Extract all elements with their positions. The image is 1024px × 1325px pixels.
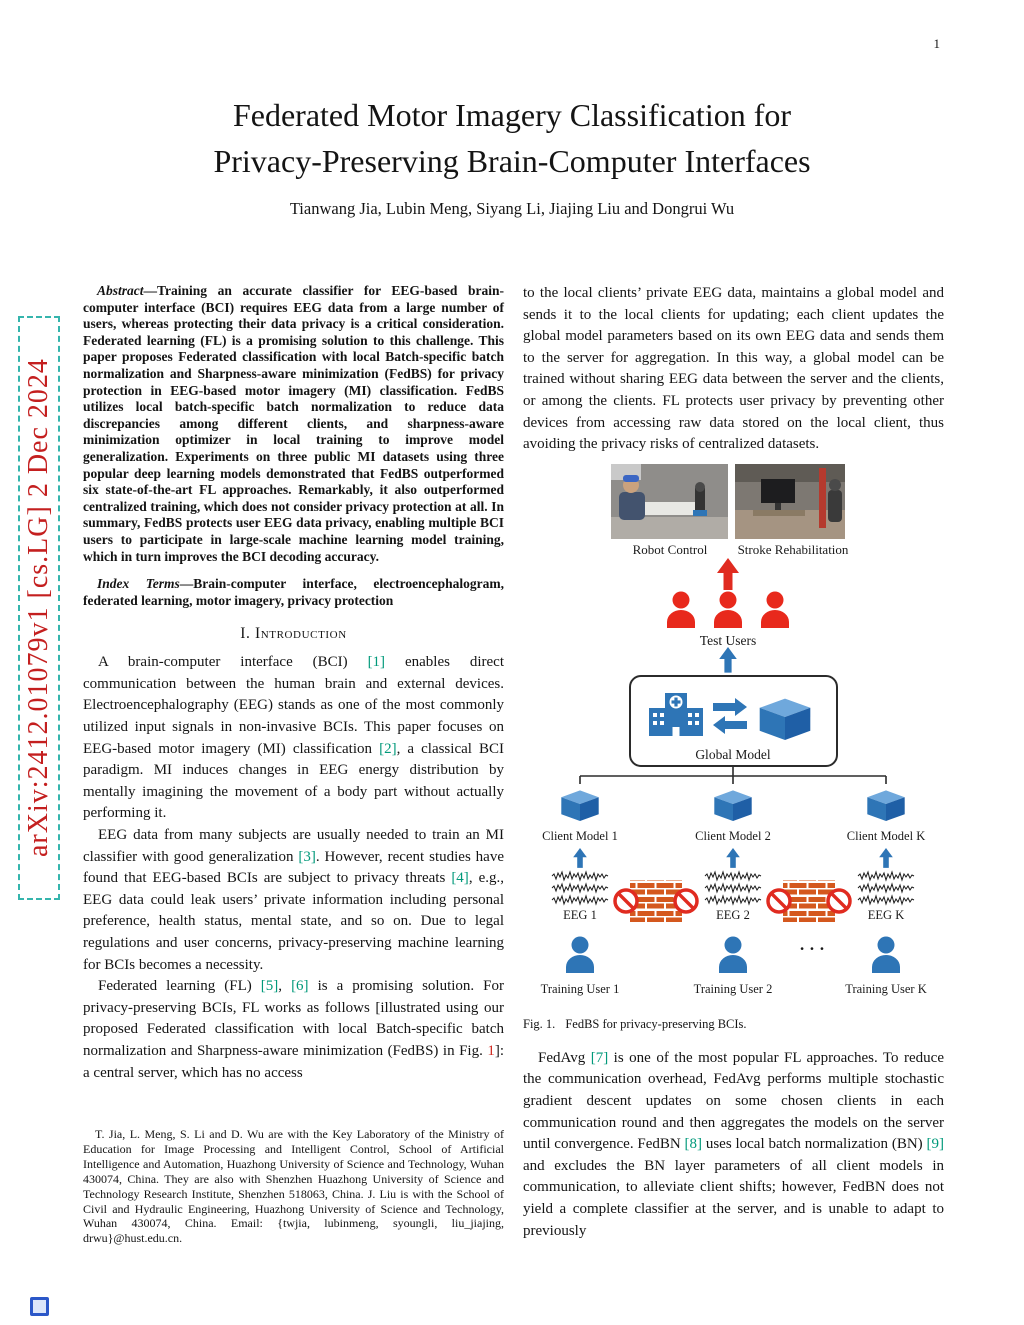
- text-segment: and excludes the BN layer parameters of …: [523, 1157, 944, 1239]
- arxiv-stamp: arXiv:2412.01079v1 [cs.LG] 2 Dec 2024: [18, 316, 60, 900]
- text-segment: FedAvg: [538, 1049, 591, 1066]
- no-entry-icon-2: [673, 888, 699, 914]
- upload-arrow-1-icon: [573, 847, 587, 868]
- text-segment: to the local clients’ private EEG data, …: [523, 285, 944, 453]
- intro-paragraph-2: EEG data from many subjects are usually …: [83, 825, 504, 976]
- branch-lines: [579, 765, 887, 784]
- text-segment: enables direct communication between the…: [83, 654, 505, 757]
- test-user-icon-1: [667, 591, 695, 628]
- text-segment: is a promising solution. For privacy-pre…: [83, 978, 505, 1059]
- text-segment: ]: a central server, which has no access: [83, 1042, 504, 1081]
- eeg-signal-k-icon: [857, 871, 915, 905]
- left-column: Abstract—Training an accurate classifier…: [83, 283, 504, 1084]
- figure-caption-label: Fig. 1.: [523, 1016, 556, 1031]
- section-heading-introduction: I. Introduction: [240, 625, 347, 643]
- label-robot-control: Robot Control: [633, 542, 708, 557]
- index-terms-label: Index Terms: [97, 576, 180, 592]
- figure-1-caption: Fig. 1. FedBS for privacy-preserving BCIs…: [523, 1017, 944, 1032]
- citation-link[interactable]: [8]: [684, 1136, 703, 1153]
- photo-robot-control: [611, 463, 728, 539]
- ellipsis-mark: · · ·: [799, 939, 825, 958]
- figure-1-illustration: Robot Control Stroke Rehabilitation Test…: [541, 463, 927, 996]
- model-to-users-arrow-icon: [719, 646, 737, 673]
- label-eeg-1: EEG 1: [563, 908, 597, 922]
- page-number: 1: [933, 36, 941, 51]
- text-segment: . However, recent studies have found tha…: [83, 848, 505, 887]
- text-segment: Federated learning (FL): [98, 978, 261, 995]
- label-client-model-k: Client Model K: [847, 829, 925, 843]
- no-entry-icon-4: [826, 888, 852, 914]
- figure-1-block: Robot Control Stroke Rehabilitation Test…: [523, 462, 944, 1032]
- hospital-icon: [649, 692, 703, 736]
- author-footnote: T. Jia, L. Meng, S. Li and D. Wu are wit…: [83, 1127, 504, 1246]
- no-entry-icon-1: [613, 888, 639, 914]
- label-global-model: Global Model: [695, 747, 771, 762]
- figure-caption-text: FedBS for privacy-preserving BCIs.: [565, 1016, 747, 1031]
- authors: Tianwang Jia, Lubin Meng, Siyang Li, Jia…: [289, 199, 735, 218]
- citation-link[interactable]: [1]: [367, 654, 386, 671]
- paper-title-line2: Privacy-Preserving Brain-Computer Interf…: [213, 143, 811, 180]
- paper-title: Federated Motor Imagery Classification f…: [0, 92, 1024, 185]
- no-entry-icon-3: [766, 888, 792, 914]
- citation-link[interactable]: [2]: [379, 740, 397, 757]
- citation-link[interactable]: [7]: [590, 1049, 609, 1066]
- label-eeg-k: EEG K: [868, 908, 904, 922]
- label-training-user-1: Training User 1: [541, 982, 620, 996]
- label-training-user-k: Training User K: [845, 982, 926, 996]
- right-paragraph-1: to the local clients’ private EEG data, …: [523, 283, 944, 456]
- eeg-signal-2-icon: [704, 871, 762, 905]
- intro-paragraph-1: A brain-computer interface (BCI) [1] ena…: [83, 652, 504, 825]
- index-terms: Index Terms—Brain-computer interface, el…: [83, 576, 504, 609]
- citation-link[interactable]: [5]: [260, 978, 279, 995]
- label-test-users: Test Users: [700, 633, 756, 648]
- deploy-arrow-icon: [717, 557, 739, 590]
- citation-link[interactable]: [4]: [451, 870, 469, 887]
- abstract-text: —Training an accurate classifier for EEG…: [83, 283, 504, 564]
- label-training-user-2: Training User 2: [694, 982, 773, 996]
- abstract: Abstract—Training an accurate classifier…: [83, 283, 504, 565]
- test-user-icon-3: [761, 591, 789, 628]
- text-segment: A brain-computer interface (BCI): [98, 654, 368, 671]
- index-terms-text: —Brain-computer interface, electroenceph…: [83, 576, 505, 608]
- training-user-icon-k: [872, 936, 900, 973]
- text-segment: , e.g., EEG data could leak users’ priva…: [83, 870, 504, 973]
- citation-link[interactable]: [6]: [291, 978, 309, 995]
- citation-link[interactable]: [3]: [298, 848, 316, 865]
- client-model-cube-1-icon: [561, 790, 599, 821]
- right-paragraph-2: FedAvg [7] is one of the most popular FL…: [523, 1048, 944, 1242]
- label-client-model-2: Client Model 2: [695, 829, 771, 843]
- paper-title-line1: Federated Motor Imagery Classification f…: [232, 97, 792, 133]
- text-segment: EEG data from many subjects are usually …: [83, 827, 504, 865]
- test-user-icon-2: [714, 591, 742, 628]
- label-eeg-2: EEG 2: [716, 908, 750, 922]
- label-stroke-rehabilitation: Stroke Rehabilitation: [738, 542, 849, 557]
- corner-mark: [30, 1297, 49, 1316]
- text-segment: uses local batch normalization (BN): [702, 1136, 927, 1153]
- eeg-signal-1-icon: [551, 871, 609, 905]
- text-segment: ,: [278, 978, 292, 995]
- label-client-model-1: Client Model 1: [542, 829, 618, 843]
- figure-ref-link[interactable]: 1: [487, 1042, 495, 1059]
- client-model-cube-2-icon: [714, 790, 752, 821]
- citation-link[interactable]: [9]: [926, 1136, 945, 1153]
- abstract-label: Abstract: [97, 283, 144, 298]
- training-user-icon-1: [566, 936, 594, 973]
- upload-arrow-k-icon: [879, 847, 893, 868]
- sync-arrows-icon: [713, 697, 747, 734]
- training-user-icon-2: [719, 936, 747, 973]
- right-column: to the local clients’ private EEG data, …: [523, 283, 944, 1242]
- text-segment: is one of the most popular FL approaches…: [523, 1049, 944, 1153]
- photo-stroke-rehabilitation: [735, 463, 845, 539]
- global-model-box: Global Model: [629, 674, 838, 767]
- intro-paragraph-3: Federated learning (FL) [5], [6] is a pr…: [83, 976, 504, 1084]
- client-model-cube-k-icon: [867, 790, 905, 821]
- upload-arrow-2-icon: [726, 847, 740, 868]
- text-segment: , a classical BCI paradigm. MI induces c…: [83, 740, 504, 822]
